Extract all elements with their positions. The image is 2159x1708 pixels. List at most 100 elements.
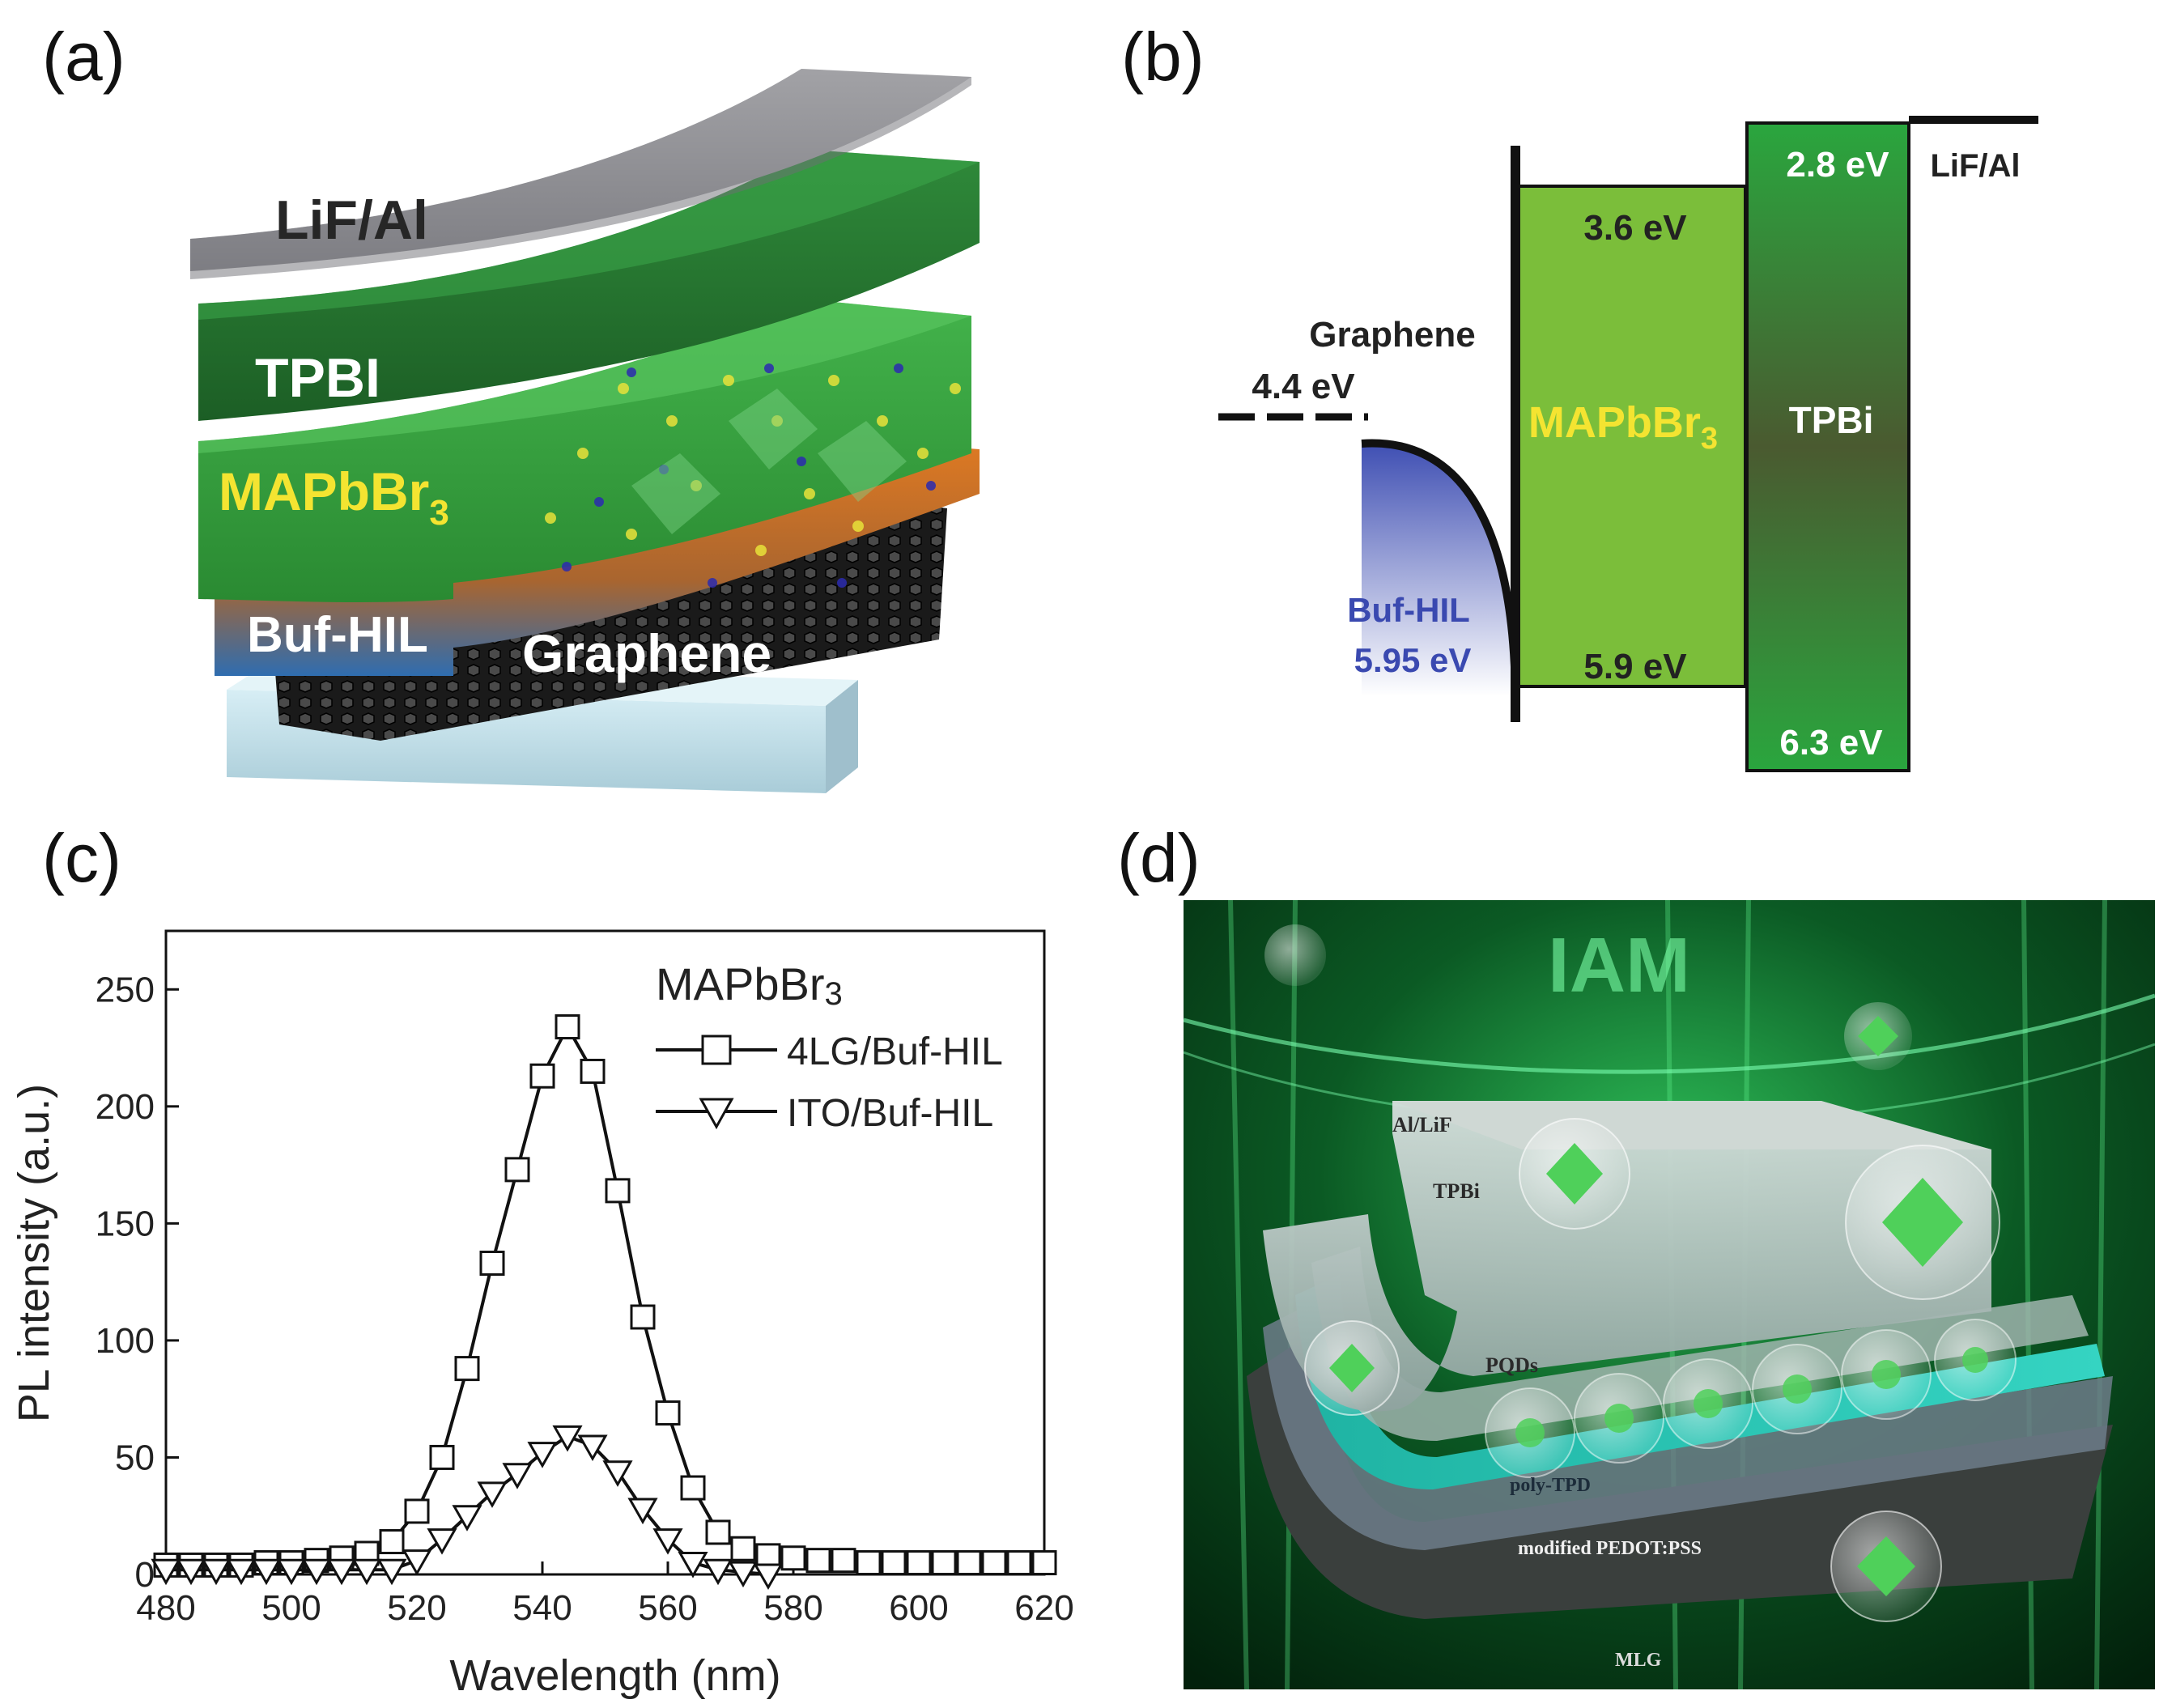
tpbi-layer <box>198 150 980 421</box>
mapbbr-lumo-value: 3.6 eV <box>1583 208 1687 248</box>
pqd-row-bubbles <box>1485 1319 2017 1478</box>
label-mapbbr: MAPbBr3 <box>219 461 449 533</box>
data-point-square <box>379 1529 405 1555</box>
legend-entry-4lg: 4LG/Buf-HIL <box>656 1030 1003 1073</box>
iam-glow-text: IAM <box>1548 922 1690 1009</box>
mapbbr-layer <box>198 300 971 603</box>
x-tick-label: 480 <box>136 1588 195 1628</box>
data-point-square <box>730 1536 756 1561</box>
legend-entry-ito: ITO/Buf-HIL <box>656 1092 993 1135</box>
data-point-square <box>178 1552 204 1578</box>
tpbi-label: TPBi <box>1789 399 1874 441</box>
data-point-square <box>831 1548 856 1574</box>
al-lif-edge <box>1392 1101 1991 1149</box>
data-point-square <box>580 1058 606 1084</box>
data-point-square <box>429 1444 455 1470</box>
data-point-triangle-down <box>577 1434 608 1462</box>
data-point-triangle-down <box>527 1442 558 1468</box>
panel-label-d: (d) <box>1117 820 1201 896</box>
y-tick-label: 250 <box>96 970 155 1009</box>
data-point-square <box>555 1014 580 1040</box>
label-pedot: modified PEDOT:PSS <box>1518 1538 1702 1559</box>
pqd-layer <box>1311 1247 2089 1441</box>
panel-label-a: (a) <box>42 19 125 95</box>
data-point-triangle-down <box>728 1561 759 1588</box>
data-point-square <box>680 1475 706 1501</box>
bufhil-label: Buf-HIL <box>1347 591 1470 629</box>
data-point-triangle-down <box>753 1563 784 1591</box>
substrate-layer <box>227 690 826 793</box>
data-point-triangle-down <box>226 1558 257 1586</box>
data-point-square <box>856 1550 882 1576</box>
label-bufhil: Buf-HIL <box>247 607 428 663</box>
y-axis-label: PL intensity (a.u.) <box>10 1084 58 1422</box>
data-point-square <box>253 1550 279 1576</box>
data-point-triangle-down <box>376 1558 407 1586</box>
data-point-triangle-down <box>427 1528 457 1555</box>
bufhil-level-value: 5.95 eV <box>1354 641 1472 679</box>
graphene-label: Graphene <box>1309 315 1475 355</box>
legend-square-marker <box>701 1035 732 1065</box>
data-point-square <box>881 1550 907 1576</box>
series-line-1 <box>166 1434 769 1576</box>
data-point-square <box>981 1550 1007 1576</box>
data-point-square <box>529 1063 555 1089</box>
data-point-square <box>705 1519 731 1545</box>
data-point-square <box>479 1251 505 1277</box>
legend-title: MAPbBr3 <box>656 958 843 1012</box>
x-tick-label: 560 <box>638 1588 697 1628</box>
y-tick-label: 150 <box>96 1204 155 1243</box>
data-point-square <box>931 1550 957 1576</box>
label-graphene: Graphene <box>522 623 771 683</box>
label-tpbi-d: TPBi <box>1433 1179 1480 1203</box>
y-tick-label: 100 <box>96 1321 155 1361</box>
data-point-triangle-down <box>502 1463 533 1489</box>
bufhil-band <box>1362 443 1515 696</box>
data-point-square <box>404 1498 430 1524</box>
data-point-square <box>454 1356 480 1382</box>
data-point-square <box>304 1548 329 1574</box>
data-point-triangle-down <box>652 1528 683 1555</box>
x-tick-label: 580 <box>763 1588 822 1628</box>
y-tick-label: 50 <box>115 1438 155 1477</box>
x-tick-label: 620 <box>1014 1588 1073 1628</box>
x-axis-label: Wavelength (nm) <box>449 1651 780 1700</box>
legend-triangle-marker <box>699 1098 734 1130</box>
series-line-0 <box>166 1023 1044 1567</box>
data-point-square <box>956 1550 982 1576</box>
panel-label-c: (c) <box>42 820 121 896</box>
data-point-triangle-down <box>627 1498 658 1525</box>
data-point-triangle-down <box>602 1460 633 1487</box>
data-point-square <box>755 1543 781 1569</box>
panel-d-background <box>1184 900 2155 1689</box>
data-point-square <box>504 1157 530 1183</box>
graphene-layer <box>275 494 947 741</box>
mapbbr-homo-value: 5.9 eV <box>1583 647 1687 686</box>
label-lif-al: LiF/Al <box>275 189 428 251</box>
data-point-square <box>153 1552 179 1578</box>
data-point-triangle-down <box>151 1558 181 1586</box>
graphene-level-value: 4.4 eV <box>1252 367 1355 406</box>
data-point-triangle-down <box>402 1549 432 1576</box>
label-mlg: MLG <box>1615 1650 1662 1671</box>
data-point-square <box>1006 1550 1032 1576</box>
data-point-square <box>354 1540 380 1566</box>
poly-tpd-layer <box>1295 1275 2105 1489</box>
lif-al-layer <box>190 69 971 271</box>
data-point-triangle-down <box>678 1552 708 1578</box>
data-point-square <box>805 1548 831 1574</box>
data-point-square <box>780 1545 806 1571</box>
tpbi-band <box>1745 121 1910 772</box>
x-tick-label: 540 <box>512 1588 572 1628</box>
label-tpbi: TPBI <box>255 347 380 409</box>
data-point-square <box>203 1552 229 1578</box>
data-point-square <box>329 1545 355 1571</box>
mapbbr-band <box>1517 185 1747 688</box>
data-point-triangle-down <box>703 1558 733 1586</box>
plot-frame <box>164 929 1046 1576</box>
data-point-square <box>278 1550 304 1576</box>
perovskite-crystal-icon <box>545 363 961 588</box>
mlg-layer <box>1247 1328 2113 1619</box>
data-point-triangle-down <box>552 1425 583 1452</box>
